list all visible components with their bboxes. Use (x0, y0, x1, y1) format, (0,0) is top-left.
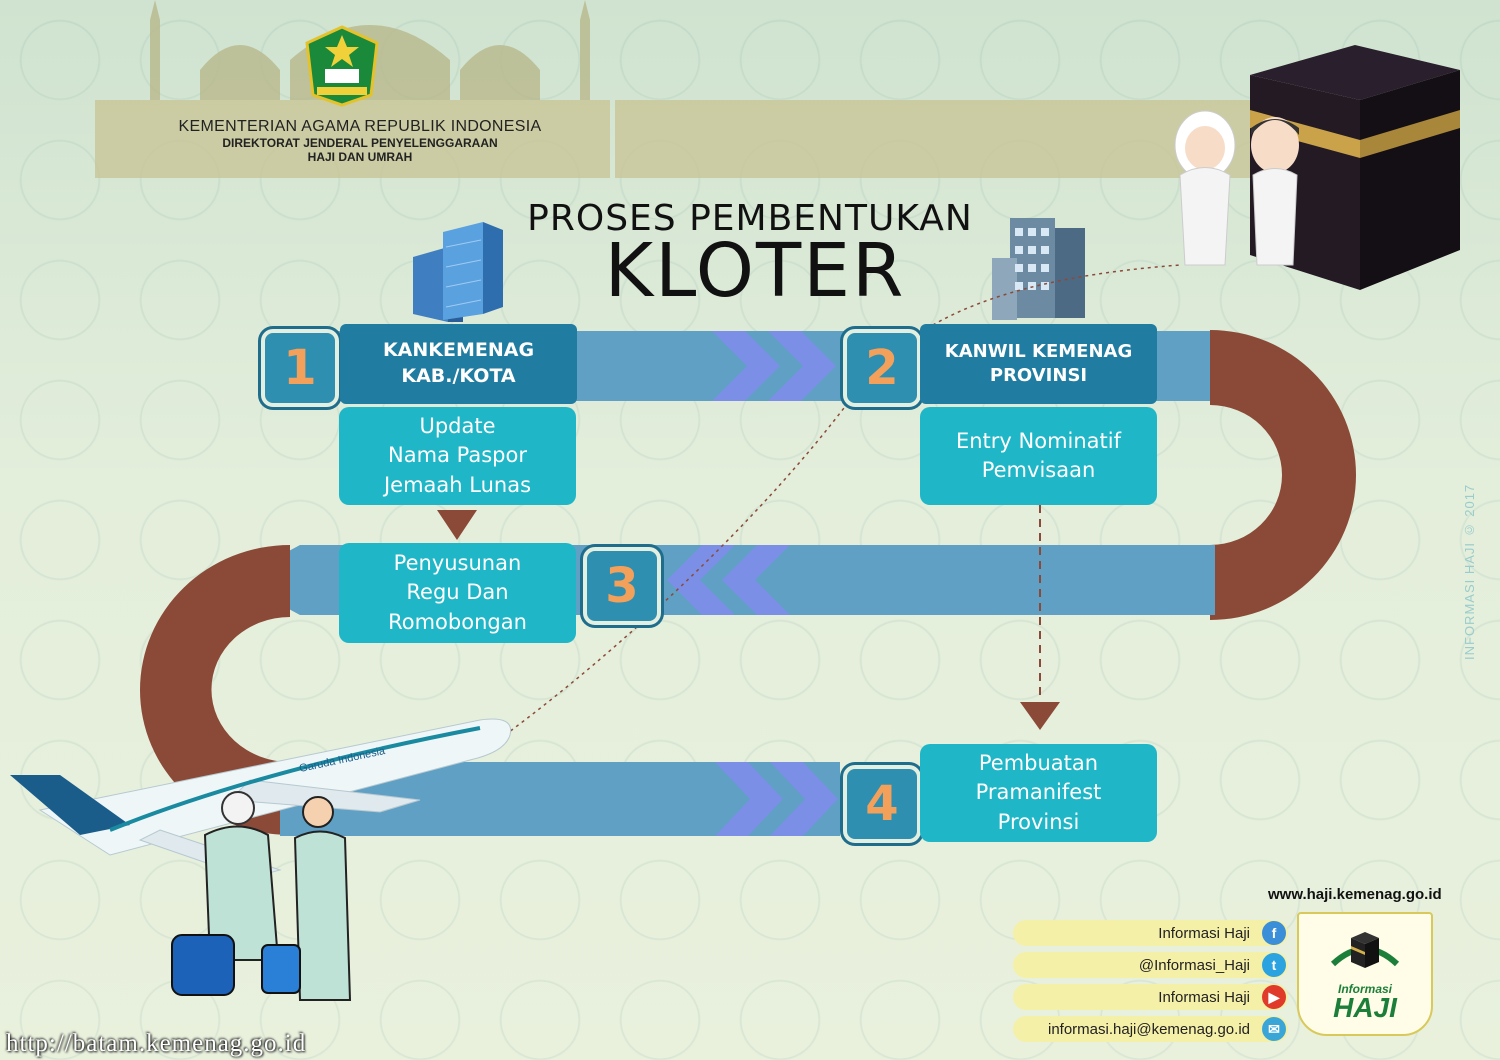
email-icon: ✉ (1262, 1017, 1286, 1041)
ministry-logo (305, 25, 379, 107)
informasi-haji-badge: Informasi HAJI (1297, 912, 1433, 1036)
social-facebook[interactable]: Informasi Haji f (1013, 920, 1288, 946)
website-text[interactable]: www.haji.kemenag.go.id (1268, 886, 1442, 903)
step-4-detail: Pembuatan Pramanifest Provinsi (920, 744, 1157, 842)
step-1-heading: KANKEMENAG KAB./KOTA (340, 324, 577, 404)
kaaba-badge-icon (1330, 932, 1400, 968)
step-4-number: 4 (843, 765, 921, 843)
header-band-left (95, 100, 610, 178)
flow-curve-left (140, 545, 290, 835)
title-line1: PROSES PEMBENTUKAN (527, 198, 973, 239)
step-2-detail: Entry Nominatif Pemvisaan (920, 407, 1157, 505)
walking-pilgrims-illustration (171, 791, 352, 1001)
chevron-row3 (715, 762, 783, 836)
down-arrow-step4 (1020, 702, 1060, 730)
social-twitter-label: @Informasi_Haji (1138, 956, 1250, 974)
title-line2: KLOTER (604, 228, 906, 314)
provincial-building-icon (992, 218, 1085, 320)
flow-arrow-row3 (280, 762, 840, 836)
ministry-line1: KEMENTERIAN AGAMA REPUBLIK INDONESIA (178, 118, 542, 135)
chevron-row2 (722, 545, 790, 615)
step-1-detail: Update Nama Paspor Jemaah Lunas (339, 407, 576, 505)
social-facebook-label: Informasi Haji (1158, 924, 1250, 942)
social-youtube-label: Informasi Haji (1158, 988, 1250, 1006)
step-3-detail: Penyusunan Regu Dan Romobongan (339, 543, 576, 643)
step-3-number: 3 (583, 547, 661, 625)
badge-line2: HAJI (1333, 992, 1397, 1023)
pilgrim-couple-illustration (1174, 110, 1299, 266)
ministry-name: KEMENTERIAN AGAMA REPUBLIK INDONESIA DIR… (140, 118, 580, 164)
badge-line1: Informasi (1337, 982, 1392, 996)
source-url[interactable]: http://batam.kemenag.go.id (6, 1030, 307, 1057)
ministry-line2: DIREKTORAT JENDERAL PENYELENGGARAAN (222, 136, 498, 150)
step-2-number: 2 (843, 329, 921, 407)
step-2-heading: KANWIL KEMENAG PROVINSI (920, 324, 1157, 404)
chevron-row3 (770, 762, 838, 836)
facebook-icon: f (1262, 921, 1286, 945)
twitter-icon: t (1262, 953, 1286, 977)
social-email-label: informasi.haji@kemenag.go.id (1048, 1020, 1250, 1038)
chevron-row1 (768, 331, 836, 401)
youtube-icon: ▶ (1262, 985, 1286, 1009)
header-band-right (615, 100, 1265, 178)
flow-curve-right (1210, 330, 1356, 620)
watermark: INFORMASI HAJI © 2017 (1462, 483, 1477, 660)
chevron-row1 (712, 331, 780, 401)
ministry-line3: HAJI DAN UMRAH (307, 150, 413, 164)
step-1-number: 1 (261, 329, 339, 407)
chevron-row2 (667, 545, 735, 615)
office-building-icon (413, 222, 503, 322)
social-youtube[interactable]: Informasi Haji ▶ (1013, 984, 1288, 1010)
down-arrow-step1 (437, 510, 477, 540)
social-email[interactable]: informasi.haji@kemenag.go.id ✉ (1013, 1016, 1288, 1042)
social-twitter[interactable]: @Informasi_Haji t (1013, 952, 1288, 978)
